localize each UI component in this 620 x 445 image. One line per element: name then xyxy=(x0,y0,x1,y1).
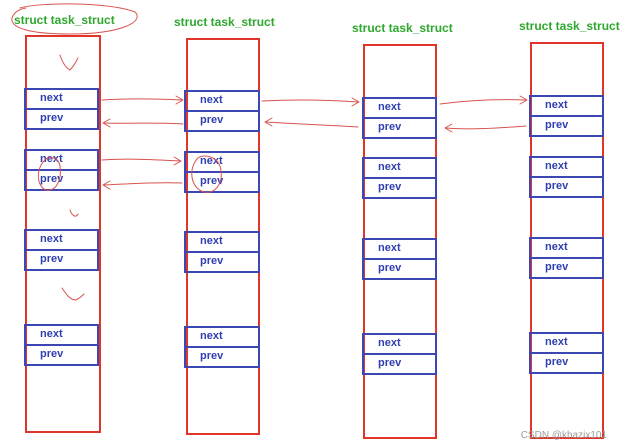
prev-field: prev xyxy=(529,115,604,137)
next-field: next xyxy=(24,324,99,346)
next-field: next xyxy=(529,156,604,178)
prev-field: prev xyxy=(184,171,260,193)
prev-field: prev xyxy=(184,251,260,273)
next-link-arrow xyxy=(101,158,181,162)
arrowhead xyxy=(175,95,184,105)
arrowhead xyxy=(173,156,182,166)
watermark: CSDN @khazix101 xyxy=(520,430,607,441)
prev-field: prev xyxy=(184,346,260,368)
prev-field: prev xyxy=(362,258,437,280)
arrowhead xyxy=(102,180,111,190)
struct-title: struct task_struct xyxy=(14,13,115,27)
next-link-arrow xyxy=(101,98,183,101)
next-field: next xyxy=(184,151,260,173)
arrowhead xyxy=(519,95,528,105)
next-field: next xyxy=(529,332,604,354)
prev-field: prev xyxy=(362,117,437,139)
prev-link-arrow xyxy=(103,122,184,125)
prev-link-arrow xyxy=(265,121,359,128)
next-field: next xyxy=(529,237,604,259)
arrowhead xyxy=(264,117,273,127)
prev-field: prev xyxy=(24,249,99,271)
next-field: next xyxy=(362,157,437,179)
next-field: next xyxy=(24,88,99,110)
next-field: next xyxy=(362,97,437,119)
prev-field: prev xyxy=(529,352,604,374)
prev-field: prev xyxy=(184,110,260,132)
task-struct-box xyxy=(25,35,101,433)
next-field: next xyxy=(184,231,260,253)
next-field: next xyxy=(362,333,437,355)
next-field: next xyxy=(24,229,99,251)
struct-title: struct task_struct xyxy=(352,21,453,35)
prev-field: prev xyxy=(362,353,437,375)
arrowhead xyxy=(351,97,360,107)
arrowhead xyxy=(102,118,111,128)
next-field: next xyxy=(362,238,437,260)
struct-title: struct task_struct xyxy=(174,15,275,29)
prev-link-arrow xyxy=(445,125,527,130)
prev-field: prev xyxy=(24,108,99,130)
prev-field: prev xyxy=(24,344,99,366)
prev-field: prev xyxy=(529,176,604,198)
prev-link-arrow xyxy=(103,182,183,186)
next-field: next xyxy=(184,90,260,112)
next-field: next xyxy=(184,326,260,348)
prev-field: prev xyxy=(529,257,604,279)
next-link-arrow xyxy=(261,99,359,103)
next-field: next xyxy=(529,95,604,117)
prev-field: prev xyxy=(362,177,437,199)
arrowhead xyxy=(444,123,453,133)
prev-field: prev xyxy=(24,169,99,191)
next-field: next xyxy=(24,149,99,171)
struct-title: struct task_struct xyxy=(519,19,620,33)
next-link-arrow xyxy=(439,99,527,105)
